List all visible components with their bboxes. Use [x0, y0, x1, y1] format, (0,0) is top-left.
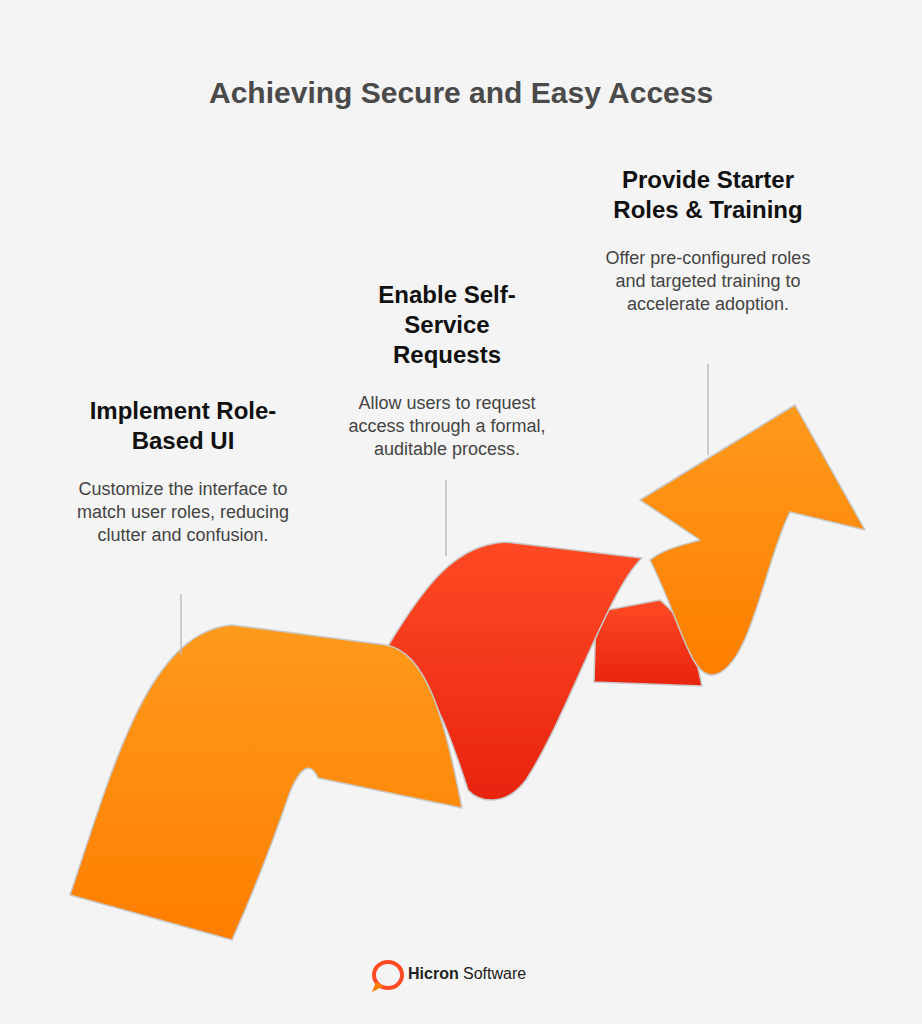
step-description: Allow users to request access through a …: [336, 392, 558, 461]
logo-mark: [372, 962, 402, 992]
leader-line: [707, 364, 709, 455]
step-node: Provide Starter Roles & TrainingOffer pr…: [583, 165, 833, 316]
orange-arrow: [640, 405, 865, 675]
step-heading: Provide Starter Roles & Training: [608, 165, 808, 225]
orange-band: [70, 625, 462, 940]
step-heading: Enable Self-Service Requests: [347, 280, 547, 370]
logo-text: Software: [463, 965, 526, 983]
leader-line: [180, 594, 182, 655]
logo-text: Hicron: [408, 965, 459, 983]
step-heading: Implement Role-Based UI: [83, 396, 283, 456]
leader-line: [445, 480, 447, 556]
step-node: Implement Role-Based UI Customize the int…: [58, 396, 308, 547]
step-description: Offer pre-configured roles and targeted …: [597, 247, 819, 316]
step-description: Customize the interface to match user ro…: [72, 478, 294, 547]
diagram-title: Achieving Secure and Easy Access: [209, 76, 713, 110]
step-node: Enable Self-Service RequestsAllow users …: [322, 280, 572, 461]
